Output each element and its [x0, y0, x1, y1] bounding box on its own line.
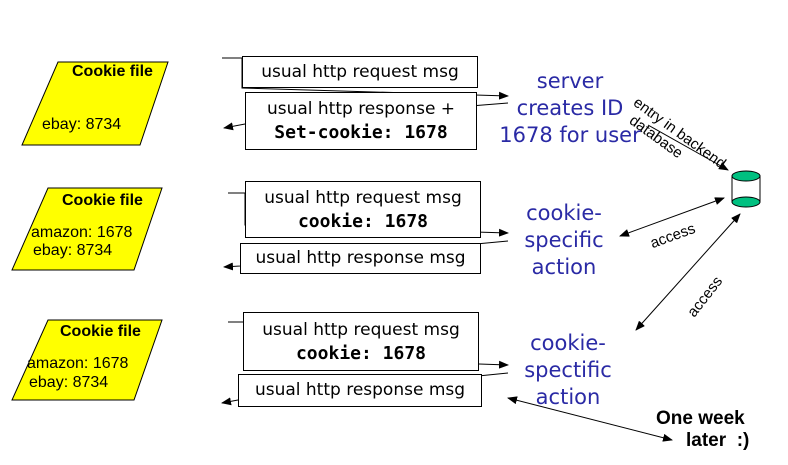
request-box-3: usual http request msg cookie: 1678: [243, 312, 479, 371]
later-line-1: One week: [656, 408, 745, 429]
response-box-1: usual http response + Set-cookie: 1678: [245, 92, 477, 150]
cookie-specific-action-label-1: cookie- specific action: [508, 200, 620, 281]
response-text-3: usual http response msg: [254, 380, 466, 400]
action-2-line-3: action: [535, 385, 601, 409]
cookie-file-title-1: Cookie file: [72, 63, 153, 80]
request-text-3: usual http request msg: [262, 320, 460, 340]
cookie-header-text-3: cookie: 1678: [295, 343, 427, 364]
cookie-file-shape-2: [11, 187, 163, 271]
later-arrow: [507, 396, 673, 442]
response-box-2: usual http response msg: [240, 243, 481, 274]
action-1-line-1: cookie-: [526, 201, 602, 225]
server-line-3: 1678 for user: [499, 123, 641, 147]
cookie-file-entry-3-amazon: amazon: 1678: [27, 355, 129, 372]
cookie-header-text-2: cookie: 1678: [297, 211, 429, 232]
response-text-1: usual http response +: [266, 99, 456, 119]
set-cookie-text: Set-cookie: 1678: [274, 122, 448, 143]
action-2-line-1: cookie-: [530, 331, 606, 355]
cookie-file-entry-2-amazon: amazon: 1678: [31, 224, 133, 241]
cookie-specific-action-label-2: cookie- spectific action: [512, 330, 624, 411]
server-line-2: creates ID: [516, 96, 624, 120]
action-2-line-2: spectific: [524, 358, 612, 382]
server-creates-id-label: server creates ID 1678 for user: [490, 68, 650, 149]
later-line-2: later :): [686, 430, 750, 451]
one-week-later-label: One week later :): [656, 408, 749, 452]
cookie-file-shape-1: [21, 61, 169, 146]
server-line-1: server: [536, 69, 604, 93]
response-text-2: usual http response msg: [255, 248, 466, 268]
action-1-line-3: action: [531, 255, 597, 279]
request-box-2: usual http request msg cookie: 1678: [245, 181, 481, 238]
cookie-file-entry-1-ebay: ebay: 8734: [42, 116, 122, 133]
response-box-3: usual http response msg: [238, 374, 482, 407]
request-text-1: usual http request msg: [261, 62, 459, 82]
cookie-file-entry-3-ebay: ebay: 8734: [29, 374, 109, 391]
access-arrow-2: [635, 213, 741, 331]
backend-database-icon: [731, 170, 761, 208]
cookie-file-shape-3: [11, 319, 163, 401]
action-1-line-2: specific: [524, 228, 604, 252]
cookie-file-title-2: Cookie file: [62, 192, 143, 209]
cookie-file-title-3: Cookie file: [60, 323, 141, 340]
request-box-1: usual http request msg: [242, 56, 478, 88]
cookie-file-entry-2-ebay: ebay: 8734: [33, 242, 113, 259]
request-text-2: usual http request msg: [264, 188, 462, 208]
entry-arrow: [647, 124, 729, 171]
